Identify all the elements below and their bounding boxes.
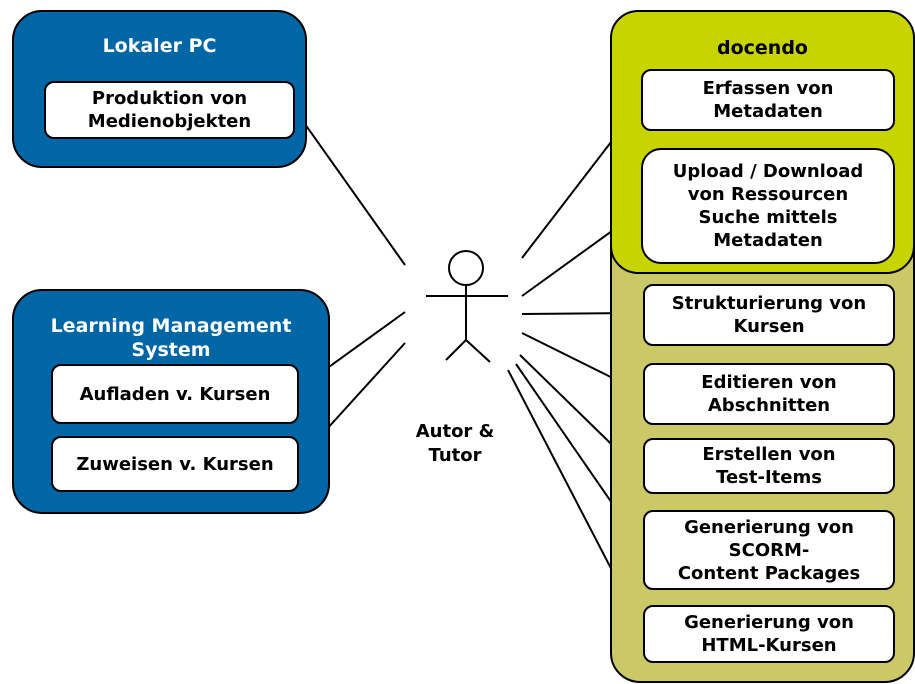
actor-label: Autor & Tutor (415, 421, 495, 466)
editieren-box: Editieren von Abschnitten (643, 363, 895, 425)
erfassen-box: Erfassen von Metadaten (641, 69, 895, 131)
lms-title: Learning Management System (50, 315, 292, 361)
strukturierung-box: Strukturierung von Kursen (643, 284, 895, 346)
scorm-box: Generierung von SCORM- Content Packages (643, 510, 895, 590)
docendo-title: docendo (717, 37, 808, 59)
connector-produktion (294, 109, 406, 266)
lokaler-pc-title: Lokaler PC (102, 35, 217, 57)
html-kurse-box: Generierung von HTML-Kursen (643, 605, 895, 663)
upload-box: Upload / Download von Ressourcen Suche m… (641, 148, 895, 264)
stick-figure-icon (426, 250, 508, 363)
aufladen-box: Aufladen v. Kursen (51, 364, 299, 424)
erstellen-box: Erstellen von Test-Items (643, 438, 895, 494)
zuweisen-box: Zuweisen v. Kursen (51, 436, 299, 492)
produktion-box: Produktion von Medienobjekten (44, 81, 295, 139)
